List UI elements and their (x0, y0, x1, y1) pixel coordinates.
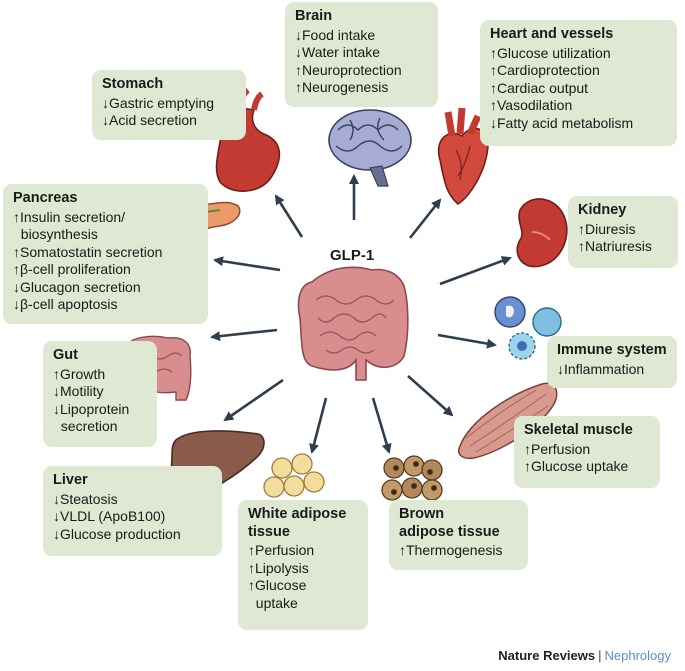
white-adipose-icon (263, 453, 325, 498)
effect-line: ↓Motility (53, 383, 104, 399)
arrow-skeletal (407, 375, 454, 417)
effect-line: ↑Vasodilation (490, 97, 573, 113)
effect-line: ↓β-cell apoptosis (13, 296, 118, 312)
effect-line: ↓Food intake (295, 26, 376, 43)
effect-line: ↓VLDL (ApoB100) (53, 508, 166, 524)
effect-line: ↑Neuroprotection (295, 61, 402, 78)
organ-title: Brain (295, 8, 333, 24)
effect-line: ↑Perfusion (248, 542, 315, 558)
brain-box: Brain ↓Food intake↓Water intake↑Neuroprot… (285, 2, 438, 107)
journal-credit: Nature Reviews|Nephrology (498, 648, 671, 663)
liver-box: Liver ↓Steatosis↓VLDL (ApoB100)↓Glucose p… (43, 466, 222, 556)
journal-name: Nature Reviews (498, 648, 596, 663)
organ-title: Kidney (578, 202, 627, 218)
skeletal-box: Skeletal muscle ↑Perfusion↑Glucose uptake (514, 416, 660, 488)
effect-line: ↑Somatostatin secretion (13, 243, 163, 260)
heart-box: Heart and vessels↑Glucose utilization↑Ca… (480, 20, 677, 146)
central-intestine-icon (297, 266, 409, 381)
journal-subject: Nephrology (604, 648, 672, 663)
organ-title: Pancreas (13, 190, 78, 206)
effect-line: ↑Glucose (248, 577, 307, 593)
organ-title: Skeletal muscle (524, 422, 633, 438)
arrow-pancreas (213, 256, 281, 272)
effect-line: uptake (248, 594, 298, 611)
effect-line: ↑Glucose utilization (490, 44, 611, 61)
arrows (210, 174, 512, 454)
brain-icon (328, 109, 412, 187)
organ-title: Brown adipose tissue (399, 506, 500, 540)
arrow-stomach (274, 194, 304, 238)
glp1-label: GLP-1 (330, 247, 375, 264)
immune-box: Immune system ↓Inflammation (547, 336, 677, 388)
kidney-icon (516, 198, 568, 268)
effect-line: ↑Glucose uptake (524, 458, 629, 474)
brown-adipose-icon (381, 455, 443, 501)
effect-line: ↓Inflammation (557, 360, 645, 377)
effect-line: ↑Lipolysis (248, 559, 309, 576)
pancreas-box: Pancreas ↑Insulin secretion/ biosynthesis… (3, 184, 208, 324)
skeletal-muscle-icon (458, 382, 558, 460)
effect-line: secretion (53, 418, 118, 434)
effect-line: ↓Gastric emptying (102, 94, 215, 111)
effect-line: ↓Glucose production (53, 525, 181, 542)
effect-line: ↓Steatosis (53, 490, 118, 507)
gut-box: Gut ↑Growth↓Motility↓Lipoprotein secretio… (43, 341, 157, 447)
organ-title: Stomach (102, 76, 164, 92)
organ-title: Immune system (557, 342, 667, 358)
effect-line: ↑Growth (53, 365, 106, 382)
arrow-gut (210, 328, 278, 342)
arrow-white-adipose (309, 397, 328, 454)
brown-adipose-box: Brown adipose tissue ↑Thermogenesis (389, 500, 528, 570)
effect-line: ↓Acid secretion (102, 112, 197, 128)
effect-line: biosynthesis (13, 226, 98, 242)
kidney-box: Kidney ↑Diuresis↑Natriuresis (568, 196, 678, 268)
effect-line: ↑Cardiac output (490, 79, 589, 96)
effect-line: ↓Fatty acid metabolism (490, 114, 634, 131)
arrow-immune (437, 333, 497, 349)
effect-line: ↑Insulin secretion/ (13, 208, 126, 225)
arrow-brown-adipose (371, 397, 392, 454)
white-adipose-box: White adipose tissue ↑Perfusion↑Lipolysis… (238, 500, 368, 630)
heart-icon (437, 107, 489, 205)
arrow-kidney (439, 256, 512, 286)
effect-line: ↑Natriuresis (578, 238, 652, 254)
arrow-liver (223, 378, 284, 422)
organ-title: White adipose tissue (248, 506, 347, 540)
credit-separator: | (598, 648, 602, 663)
effect-line: ↓Water intake (295, 44, 381, 60)
organ-title: Heart and vessels (490, 26, 614, 42)
organ-title: Liver (53, 472, 88, 488)
effect-line: ↑Neurogenesis (295, 79, 389, 95)
immune-cells-icon (494, 296, 562, 360)
effect-line: ↓Lipoprotein (53, 400, 130, 417)
effect-line: ↑Perfusion (524, 440, 591, 457)
effect-line: ↑Thermogenesis (399, 542, 503, 558)
effect-line: ↑Diuresis (578, 220, 636, 237)
effect-line: ↑β-cell proliferation (13, 261, 131, 277)
arrow-heart (408, 198, 442, 239)
effect-line: ↓Glucagon secretion (13, 278, 141, 295)
organ-title: Gut (53, 347, 78, 363)
stomach-box: Stomach ↓Gastric emptying↓Acid secretion (92, 70, 246, 140)
effect-line: ↑Cardioprotection (490, 62, 600, 78)
